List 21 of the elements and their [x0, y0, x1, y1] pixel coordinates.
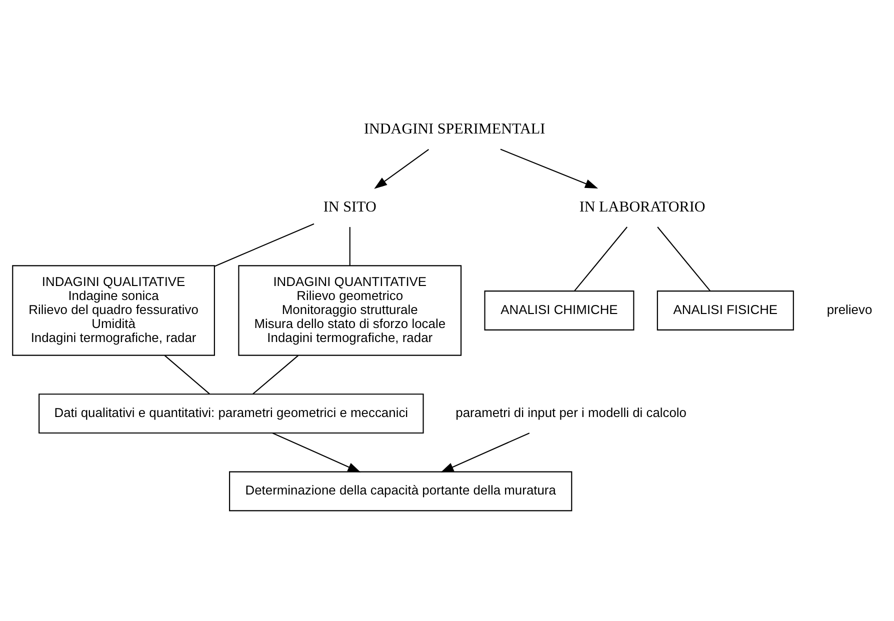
- arrow: [500, 148, 598, 189]
- connector: [252, 355, 298, 394]
- node-text: IN LABORATORIO: [579, 199, 706, 216]
- node-box: Dati qualitativi e quantitativi: parametri geometrici e meccanici: [38, 394, 424, 434]
- connector: [349, 227, 350, 266]
- node-text: INDAGINI SPERIMENTALI: [364, 122, 546, 138]
- arrow: [440, 432, 530, 472]
- label: prelievo: [826, 302, 872, 317]
- connector: [657, 226, 711, 292]
- arrow: [374, 149, 429, 189]
- node-box: Determinazione della capacità portante della muratura: [229, 471, 572, 512]
- node-box: INDAGINI QUALITATIVE Indagine sonica Rilievo del quadro fessurativo Umidità Indagini termografiche, radar: [12, 265, 215, 356]
- arrow: [272, 432, 361, 472]
- node-box: ANALISI FISICHE: [656, 290, 794, 330]
- node-text: IN SITO: [323, 199, 376, 216]
- node-text: parametri di input per i modelli di calcolo: [456, 404, 687, 420]
- connector: [574, 226, 628, 292]
- connector: [214, 223, 314, 267]
- node-box: ANALISI CHIMICHE: [484, 290, 634, 330]
- node-box: INDAGINI QUANTITATIVE Rilievo geometrico Monitoraggio strutturale Misura dello stato di sforzo locale Indagini termografiche, radar: [238, 265, 462, 356]
- connector: [164, 355, 210, 394]
